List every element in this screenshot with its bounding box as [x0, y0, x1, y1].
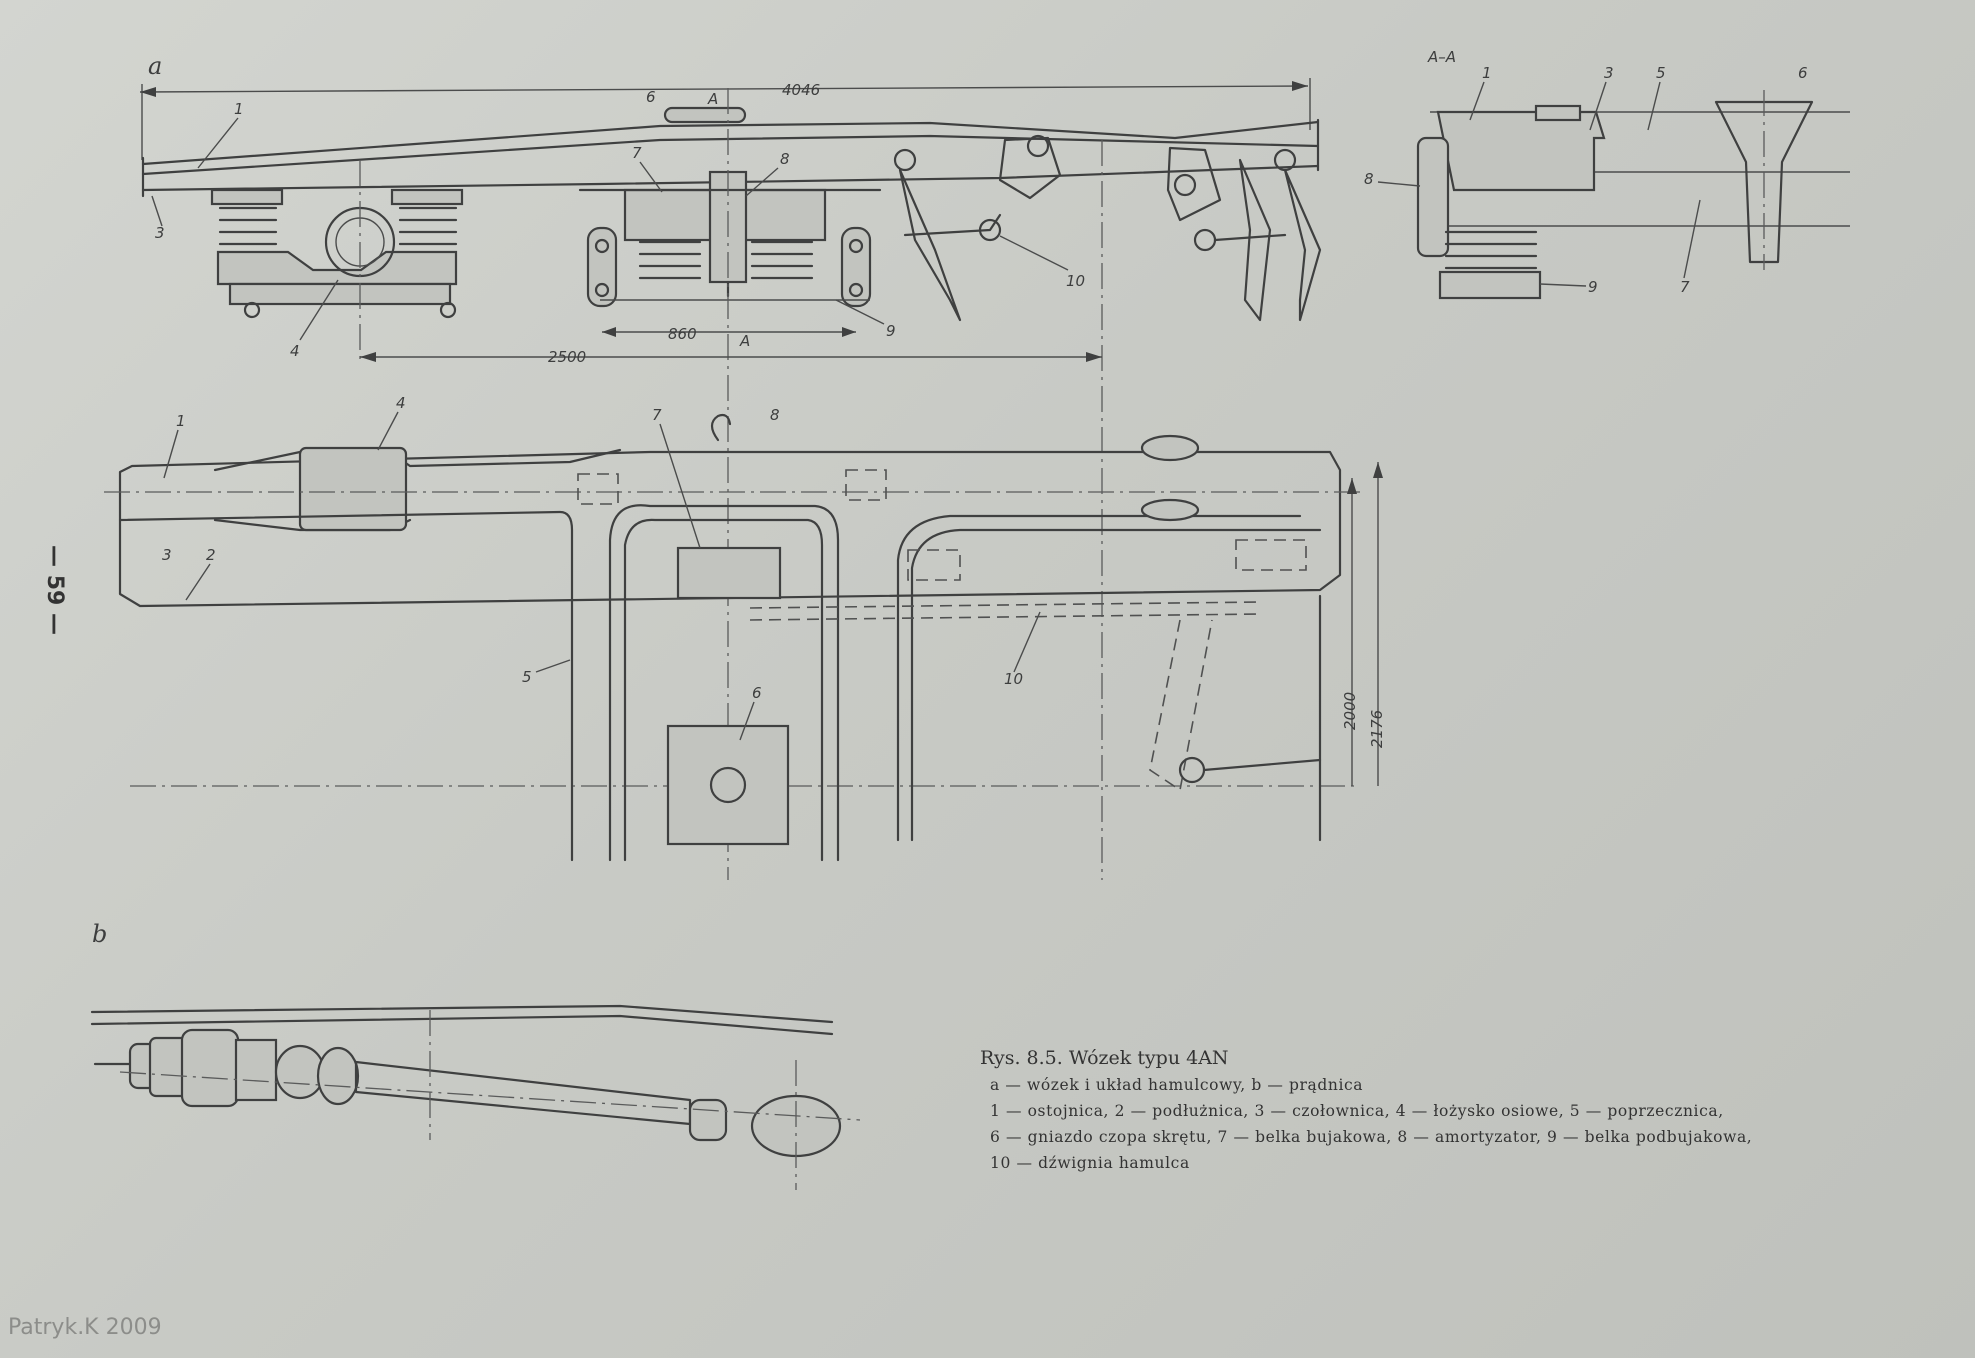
label-6-sect: 6 — [1798, 64, 1808, 82]
label-1-sect: 1 — [1482, 64, 1492, 82]
watermark: Patryk.K 2009 — [8, 1315, 162, 1340]
section-mark-a-bottom: A — [739, 332, 750, 350]
caption-title: Rys. 8.5. Wózek typu 4AN — [980, 1047, 1229, 1069]
label-5-plan: 5 — [522, 668, 532, 686]
label-3-plan: 3 — [162, 546, 172, 564]
label-8-sect: 8 — [1364, 170, 1374, 188]
caption-line-2: 1 — ostojnica, 2 — podłużnica, 3 — czoło… — [990, 1102, 1724, 1120]
label-3-side: 3 — [155, 224, 165, 242]
label-7-side: 7 — [632, 144, 642, 162]
label-8-plan: 8 — [770, 406, 780, 424]
dim-2500: 2500 — [548, 348, 586, 366]
dim-2000: 2000 — [1341, 692, 1359, 730]
label-10-plan: 10 — [1004, 670, 1023, 688]
generator-view: b — [90, 920, 861, 1190]
section-mark-a-top: A — [707, 90, 718, 108]
label-6-side: 6 — [646, 88, 656, 106]
label-4-plan: 4 — [396, 394, 406, 412]
label-1-plan: 1 — [176, 412, 186, 430]
label-2-plan: 2 — [206, 546, 216, 564]
caption-line-1: a — wózek i układ hamulcowy, b — prądnic… — [990, 1076, 1363, 1094]
label-7-plan: 7 — [652, 406, 662, 424]
label-9-side: 9 — [886, 322, 896, 340]
label-1-side: 1 — [234, 100, 244, 118]
dim-860: 860 — [668, 325, 697, 343]
label-4-side: 4 — [290, 342, 300, 360]
label-5-sect: 5 — [1656, 64, 1666, 82]
section-label: A–A — [1427, 48, 1456, 66]
label-10-side: 10 — [1066, 272, 1085, 290]
plan-view: 2000 2176 1 4 3 2 5 7 8 6 10 — [104, 394, 1386, 862]
label-8-side: 8 — [780, 150, 790, 168]
caption-line-4: 10 — dźwignia hamulca — [990, 1154, 1190, 1172]
label-9-sect: 9 — [1588, 278, 1598, 296]
caption-line-3: 6 — gniazdo czopa skrętu, 7 — belka buja… — [990, 1128, 1752, 1146]
label-7-sect: 7 — [1680, 278, 1690, 296]
figure-caption: Rys. 8.5. Wózek typu 4AN a — wózek i ukł… — [980, 1047, 1752, 1172]
view-label-b: b — [92, 920, 107, 948]
view-label-a: a — [148, 52, 162, 80]
side-view: a 4046 A — [139, 52, 1322, 880]
dim-4046: 4046 — [782, 81, 820, 99]
label-3-sect: 3 — [1604, 64, 1614, 82]
page-number: — 59 — — [42, 545, 67, 635]
dim-2176: 2176 — [1368, 710, 1386, 748]
section-view-a-a: A–A 1 3 5 6 8 9 7 — [1364, 48, 1850, 300]
label-6-plan: 6 — [752, 684, 762, 702]
